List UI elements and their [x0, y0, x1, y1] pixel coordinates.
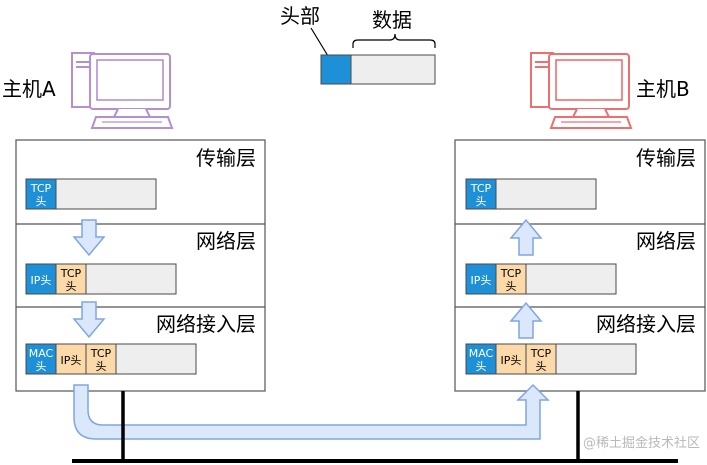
tcp-header-text: 头 [96, 360, 107, 373]
computer-icon-a [71, 52, 174, 129]
watermark: @稀土掘金技术社区 [583, 435, 700, 451]
legend-header-leader [310, 27, 329, 57]
legend-header-label: 头部 [280, 4, 320, 28]
layer-label-transport-a: 传输层 [196, 146, 256, 170]
tcp-header-text: TCP [470, 182, 492, 195]
tcp-header-text: TCP [90, 347, 112, 360]
tcp-header-text: 头 [36, 195, 47, 208]
legend-data-label: 数据 [372, 8, 412, 32]
computer-icon-b [530, 52, 633, 129]
ip-header-text: IP头 [501, 354, 522, 367]
stack-host-b: 传输层 网络层 网络接入层 TCP 头 IP头 TCP 头 MAC 头 IP头 … [454, 139, 706, 392]
legend-data-block [350, 54, 436, 85]
packet-link-b: MAC 头 IP头 TCP 头 [465, 343, 637, 375]
mac-header-text: MAC [29, 347, 54, 360]
mac-header-text: 头 [36, 360, 47, 373]
legend-data-brace [352, 33, 436, 48]
packet-link-a: MAC 头 IP头 TCP 头 [25, 343, 197, 375]
packet-network-b: IP头 TCP 头 [465, 263, 617, 295]
mac-header-text: MAC [469, 347, 494, 360]
tcp-header-text: 头 [506, 280, 517, 293]
tcp-header-text: 头 [476, 195, 487, 208]
layer-label-link-b: 网络接入层 [596, 312, 696, 336]
tcp-header-text: TCP [60, 267, 82, 280]
tcp-header-text: 头 [536, 360, 547, 373]
arrow-down-icon [72, 219, 106, 257]
packet-transport-b: TCP 头 [465, 178, 597, 210]
tcp-header-text: TCP [30, 182, 52, 195]
ip-header-text: IP头 [61, 354, 82, 367]
packet-network-a: IP头 TCP 头 [25, 263, 177, 295]
stack-host-a: 传输层 网络层 网络接入层 TCP 头 IP头 TCP 头 MAC 头 IP [15, 139, 266, 392]
tcp-header-text: 头 [66, 280, 77, 293]
ip-header-text: IP头 [31, 274, 52, 287]
ip-header-text: IP头 [471, 274, 492, 287]
layer-label-transport-b: 传输层 [636, 146, 696, 170]
tcp-header-text: TCP [530, 347, 552, 360]
mac-header-text: 头 [476, 360, 487, 373]
layer-label-network-b: 网络层 [636, 229, 696, 253]
layer-label-network-a: 网络层 [196, 229, 256, 253]
arrow-up-icon [509, 218, 543, 256]
layer-label-link-a: 网络接入层 [156, 312, 256, 336]
transmission-arrow-icon [73, 383, 550, 440]
host-b-label: 主机B [636, 77, 690, 101]
legend-header-block [320, 54, 352, 85]
host-a-label: 主机A [2, 77, 56, 101]
packet-transport-a: TCP 头 [25, 178, 157, 210]
legend: 头部 数据 [280, 4, 436, 85]
arrow-down-icon [72, 301, 106, 339]
arrow-up-icon [509, 301, 543, 339]
tcp-header-text: TCP [500, 267, 522, 280]
